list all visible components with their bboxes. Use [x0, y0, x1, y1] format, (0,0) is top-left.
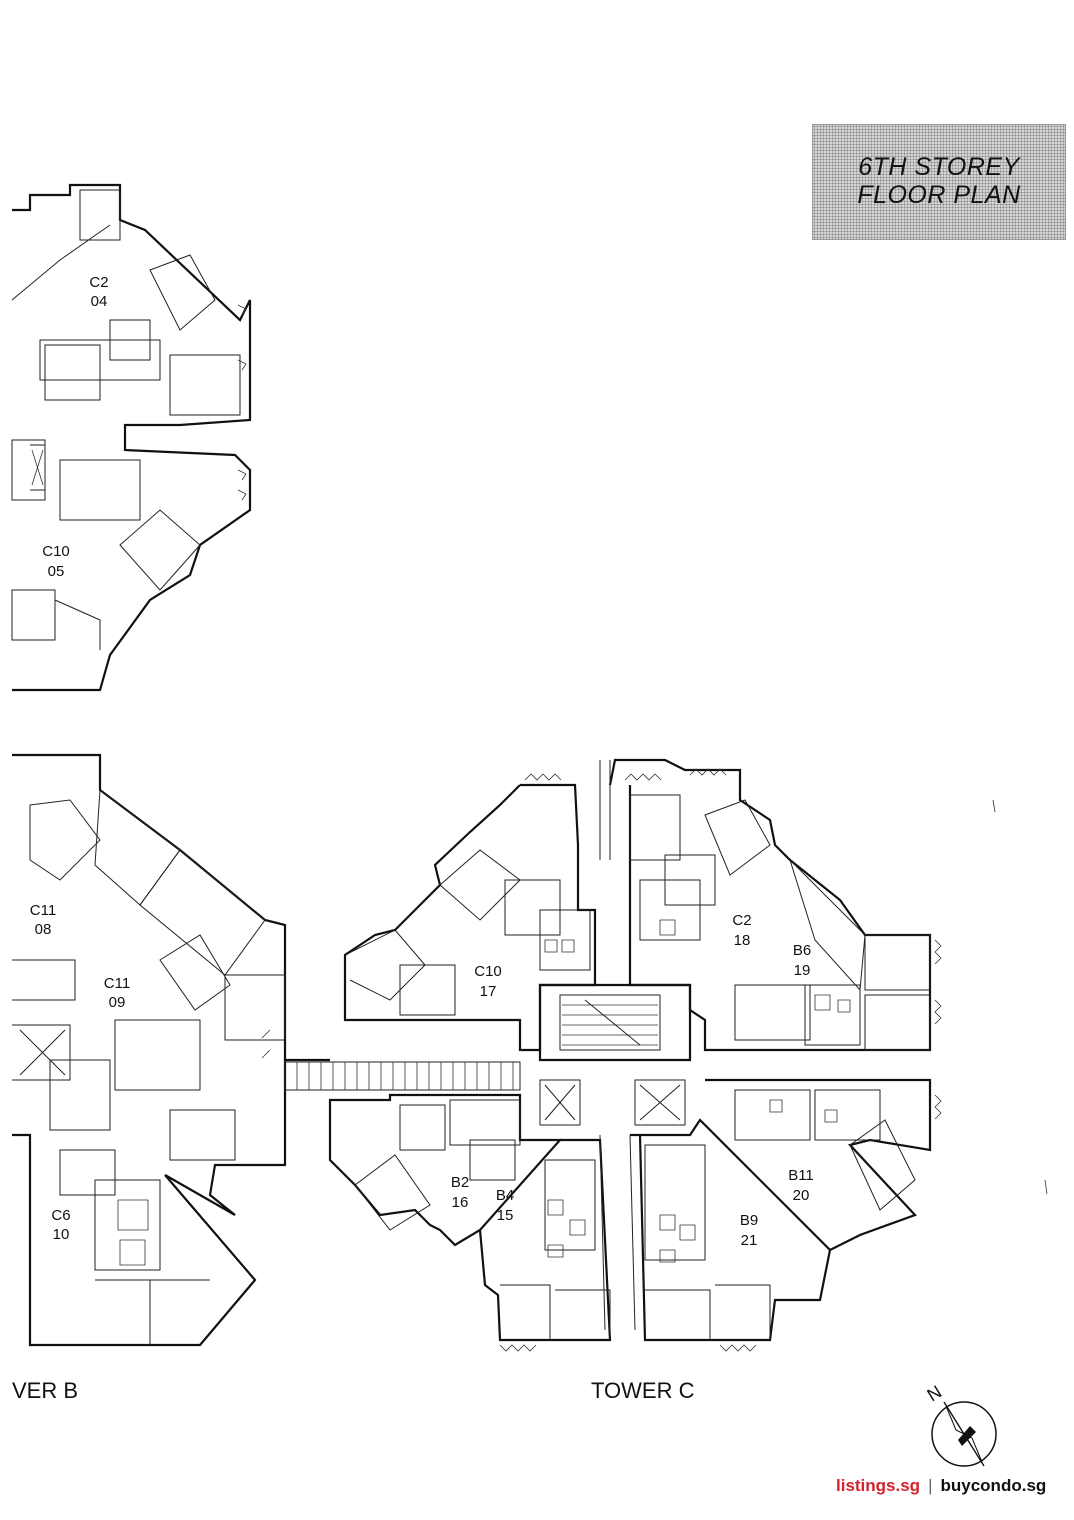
brand-separator: | [928, 1476, 933, 1495]
unit-type-label: C10 [42, 543, 70, 560]
branding-footer: listings.sg | buycondo.sg [836, 1476, 1046, 1496]
tower-c-label: TOWER C [591, 1378, 695, 1403]
unit-type-label: C2 [89, 274, 108, 291]
unit-type-label: C2 [732, 912, 751, 929]
tower-b-label: VER B [12, 1378, 79, 1403]
unit-number-label: 05 [48, 563, 65, 580]
unit-type-label: C10 [474, 963, 502, 980]
unit-number-label: 20 [793, 1187, 810, 1204]
unit-number-label: 16 [452, 1194, 469, 1211]
unit-number-label: 18 [734, 932, 751, 949]
unit-type-label: B9 [740, 1212, 758, 1229]
unit-number-label: 15 [497, 1207, 514, 1224]
unit-type-label: C11 [104, 975, 130, 992]
unit-type-label: B6 [793, 942, 811, 959]
brand-listings-link[interactable]: listings.sg [836, 1476, 921, 1495]
unit-type-label: B2 [451, 1174, 469, 1191]
lower-left-tower-block [12, 753, 330, 1347]
unit-number-label: 21 [741, 1232, 758, 1249]
unit-number-label: 09 [109, 994, 126, 1011]
unit-number-label: 17 [480, 983, 497, 1000]
unit-number-label: 08 [35, 921, 52, 938]
upper-tower-block [11, 183, 252, 692]
unit-type-label: C11 [30, 902, 56, 919]
unit-type-label: C6 [51, 1207, 70, 1224]
unit-type-label: B4 [496, 1187, 514, 1204]
title-line-1: 6TH STOREY [858, 153, 1020, 181]
unit-number-label: 04 [91, 293, 108, 310]
north-compass: N [924, 1382, 997, 1467]
unit-type-label: B11 [788, 1167, 814, 1184]
unit-labels: C2 04 C10 05 C11 08 C11 09 C6 10 C10 17 … [30, 274, 814, 1249]
tower-c-block [328, 758, 1048, 1352]
title-box: 6TH STOREY FLOOR PLAN [812, 124, 1066, 240]
unit-number-label: 10 [53, 1226, 70, 1243]
link-bridge [284, 1061, 521, 1091]
brand-buycondo-link[interactable]: buycondo.sg [940, 1476, 1047, 1495]
compass-north-label: N [924, 1382, 946, 1406]
title-line-2: FLOOR PLAN [857, 181, 1021, 209]
unit-number-label: 19 [794, 962, 811, 979]
